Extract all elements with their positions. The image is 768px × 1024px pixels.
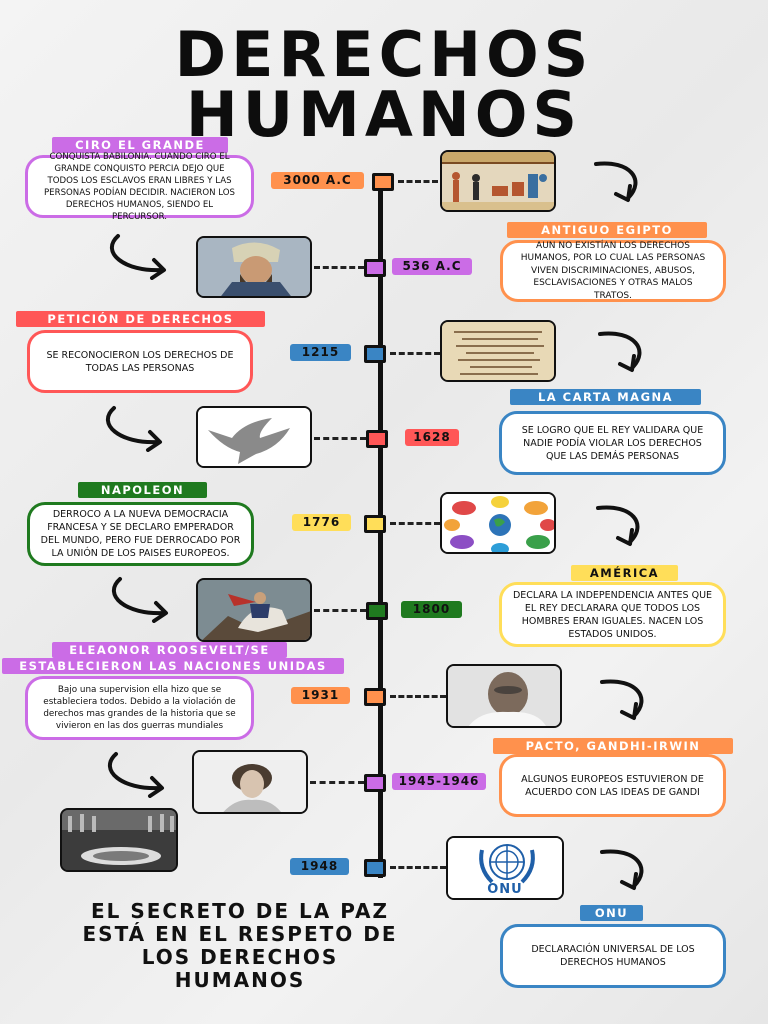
timeline-node-1215 [364, 345, 386, 363]
curved-arrow-icon [104, 232, 174, 284]
gandhi-portrait-image [446, 664, 562, 728]
timeline-node-536ac [364, 259, 386, 277]
curved-arrow-icon [106, 575, 176, 627]
hands-globe-image [440, 492, 556, 554]
curved-arrow-icon [594, 328, 654, 382]
tag-onu: ONU [580, 905, 643, 921]
year-1776: 1776 [292, 514, 351, 531]
connector-1931 [390, 695, 446, 698]
connector-3000ac [398, 180, 438, 183]
year-1948: 1948 [290, 858, 349, 875]
timeline-node-1931 [364, 688, 386, 706]
year-1215: 1215 [290, 344, 351, 361]
timeline-node-1948 [364, 859, 386, 877]
timeline-node-1945 [364, 774, 386, 792]
page-title-line2: HUMANOS [185, 78, 583, 151]
curved-arrow-icon [596, 676, 656, 730]
box-antiguo-egipto: AUN NO EXISTÍAN LOS DERECHOS HUMANOS, PO… [500, 240, 726, 302]
box-napoleon: DERROCO A LA NUEVA DEMOCRACIA FRANCESA Y… [27, 502, 254, 566]
egypt-painting-image [440, 150, 556, 212]
timeline-node-3000ac [372, 173, 394, 191]
tag-ciro-el-grande: CIRO EL GRANDE [52, 137, 228, 153]
year-1945-1946: 1945-1946 [392, 773, 486, 790]
connector-1948 [390, 866, 446, 869]
curved-arrow-icon [596, 846, 656, 900]
closing-quote: EL SECRETO DE LA PAZ ESTÁ EN EL RESPETO … [82, 899, 398, 992]
tag-eleanor-roosevelt-line1: ELEAONOR ROOSEVELT/SE [52, 642, 287, 658]
tag-la-carta-magna: LA CARTA MAGNA [510, 389, 701, 405]
tag-america: AMÉRICA [571, 565, 678, 581]
box-carta-magna: SE LOGRO QUE EL REY VALIDARA QUE NADIE P… [499, 411, 726, 475]
year-1628: 1628 [405, 429, 459, 446]
curved-arrow-icon [590, 158, 650, 212]
tag-peticion-de-derechos: PETICIÓN DE DERECHOS [16, 311, 265, 327]
connector-1776 [390, 522, 440, 525]
box-onu: DECLARACIÓN UNIVERSAL DE LOS DERECHOS HU… [500, 924, 726, 988]
connector-1800 [314, 609, 366, 612]
timeline-node-1800 [366, 602, 388, 620]
connector-1215 [390, 352, 440, 355]
curved-arrow-icon [100, 404, 170, 456]
timeline-node-1776 [364, 515, 386, 533]
connector-1628 [314, 437, 366, 440]
un-assembly-image [60, 808, 178, 872]
box-peticion: SE RECONOCIERON LOS DERECHOS DE TODAS LA… [27, 330, 253, 393]
napoleon-painting-image [196, 578, 312, 642]
eleanor-roosevelt-portrait-image [192, 750, 308, 814]
year-536ac: 536 A.C [392, 258, 472, 275]
connector-1945 [310, 781, 364, 784]
curved-arrow-icon [102, 750, 172, 802]
box-america: DECLARA LA INDEPENDENCIA ANTES QUE EL RE… [499, 582, 726, 647]
un-logo-image: ONU [446, 836, 564, 900]
tag-eleanor-roosevelt-line2: ESTABLECIERON LAS NACIONES UNIDAS [2, 658, 344, 674]
curved-arrow-icon [592, 502, 652, 556]
box-gandhi: ALGUNOS EUROPEOS ESTUVIERON DE ACUERDO C… [499, 754, 726, 817]
dove-image [196, 406, 312, 468]
page-title-line1: DERECHOS [174, 18, 594, 91]
tag-pacto-gandhi-irwin: PACTO, GANDHI-IRWIN [493, 738, 733, 754]
ciro-portrait-image [196, 236, 312, 298]
tag-antiguo-egipto: ANTIGUO EGIPTO [507, 222, 707, 238]
year-1931: 1931 [291, 687, 350, 704]
timeline-node-1628 [366, 430, 388, 448]
box-eleanor: Bajo una supervision ella hizo que se es… [25, 676, 254, 740]
box-ciro: CONQUISTA BABILONIA. CUANDO CIRO EL GRAN… [25, 152, 254, 222]
year-1800: 1800 [401, 601, 462, 618]
carta-magna-document-image [440, 320, 556, 382]
year-3000ac: 3000 A.C [271, 172, 364, 189]
un-logo-text: ONU [487, 882, 523, 897]
connector-536ac [314, 266, 364, 269]
tag-napoleon: NAPOLEON [78, 482, 207, 498]
